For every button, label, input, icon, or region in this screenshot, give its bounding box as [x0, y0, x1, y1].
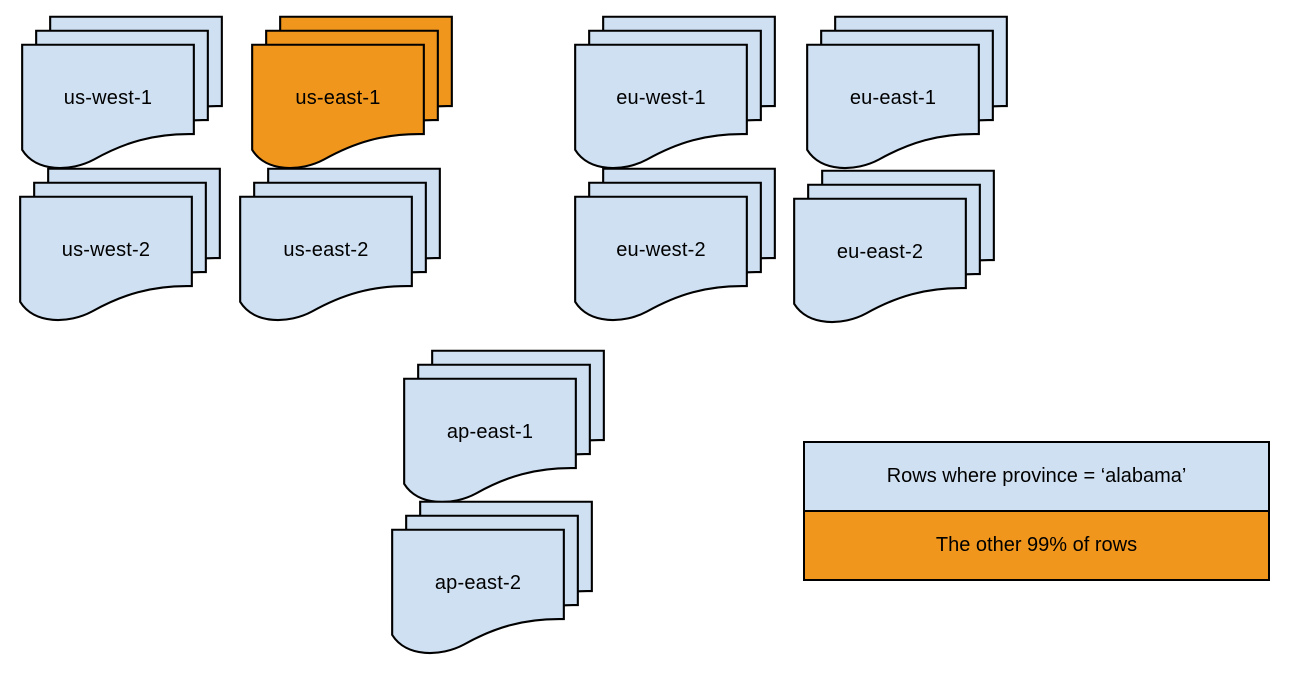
legend-label-other-rows: The other 99% of rows — [935, 534, 1138, 556]
region-stack-us-west-2: us-west-2 — [18, 167, 222, 322]
region-stack-eu-west-1: eu-west-1 — [573, 15, 777, 170]
region-label: us-east-2 — [283, 238, 369, 261]
region-stack-ap-east-2: ap-east-2 — [390, 500, 594, 655]
legend: Rows where province = ‘alabama’ The othe… — [803, 441, 1270, 581]
region-stack-eu-east-1: eu-east-1 — [805, 15, 1009, 170]
region-label: eu-west-1 — [616, 86, 706, 109]
region-stack-us-west-1: us-west-1 — [20, 15, 224, 170]
document-sheet-front-icon — [391, 528, 565, 655]
region-stack-eu-east-2: eu-east-2 — [792, 169, 996, 324]
region-label: us-west-2 — [61, 238, 151, 261]
region-stack-us-east-1: us-east-1 — [250, 15, 454, 170]
document-sheet-front-icon — [251, 43, 425, 170]
region-label: eu-east-1 — [849, 86, 937, 109]
legend-item-province-rows: Rows where province = ‘alabama’ — [803, 441, 1270, 512]
region-stack-us-east-2: us-east-2 — [238, 167, 442, 322]
region-label: us-west-1 — [63, 86, 153, 109]
region-stack-eu-west-2: eu-west-2 — [573, 167, 777, 322]
document-sheet-front-icon — [19, 195, 193, 322]
document-sheet-front-icon — [574, 43, 748, 170]
region-label: eu-east-2 — [836, 240, 924, 263]
region-label: ap-east-2 — [434, 571, 522, 594]
document-sheet-front-icon — [21, 43, 195, 170]
legend-label-province-rows: Rows where province = ‘alabama’ — [886, 465, 1187, 487]
document-sheet-front-icon — [793, 197, 967, 324]
region-label: eu-west-2 — [616, 238, 706, 261]
document-sheet-front-icon — [574, 195, 748, 322]
region-label: us-east-1 — [295, 86, 381, 109]
region-stack-ap-east-1: ap-east-1 — [402, 349, 606, 504]
document-sheet-front-icon — [239, 195, 413, 322]
document-sheet-front-icon — [806, 43, 980, 170]
legend-item-other-rows: The other 99% of rows — [803, 510, 1270, 581]
document-sheet-front-icon — [403, 377, 577, 504]
region-label: ap-east-1 — [446, 420, 534, 443]
